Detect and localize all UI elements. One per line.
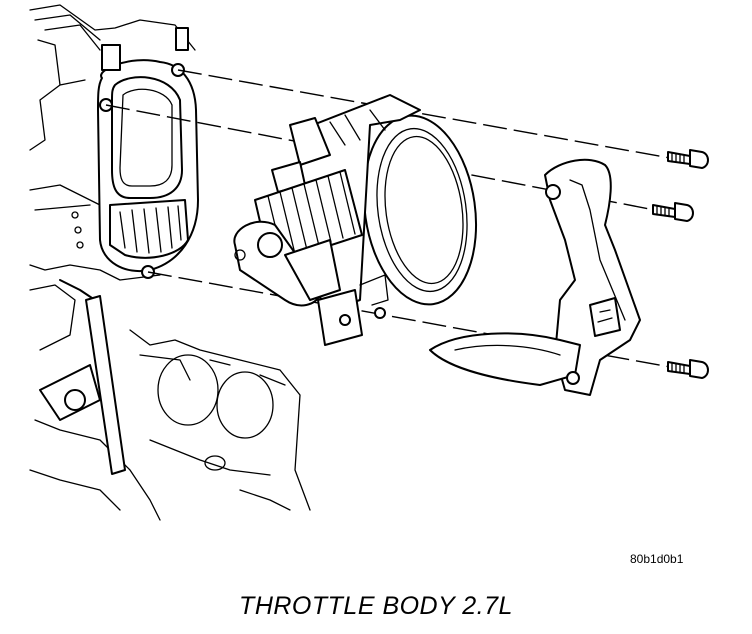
- throttle-cable-bracket: [429, 158, 641, 396]
- bolt-middle: [652, 202, 694, 222]
- throttle-body: [233, 94, 478, 346]
- intake-manifold: [29, 4, 311, 521]
- bolt-upper: [667, 149, 709, 169]
- figure-caption: THROTTLE BODY 2.7L: [239, 592, 513, 620]
- figure-reference-code: 80b1d0b1: [630, 552, 684, 566]
- mounting-bolts: [652, 149, 709, 379]
- bolt-lower: [667, 359, 709, 379]
